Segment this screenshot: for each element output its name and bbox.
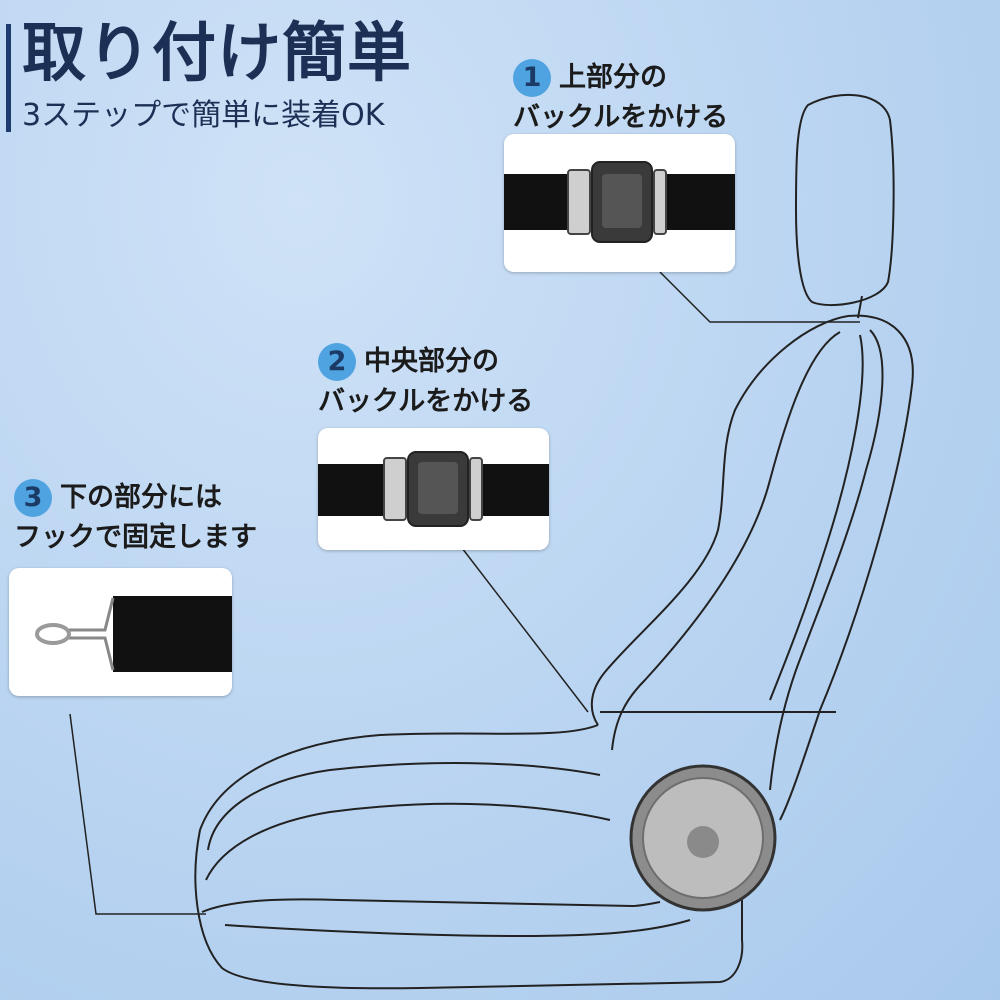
page-title: 取り付け簡単 — [22, 17, 412, 91]
step-1-number-badge: 1 — [513, 59, 551, 97]
step-1-line-2: バックルをかける — [513, 102, 729, 133]
step-3-number-badge: 3 — [14, 479, 52, 517]
step-3-line-1: 下の部分には — [60, 482, 222, 513]
step-1-line-1: 上部分の — [559, 62, 667, 93]
seat-headrest — [794, 93, 895, 306]
leader-line-step-3 — [69, 713, 206, 915]
seat-backrest — [779, 314, 914, 821]
leader-line-step-1 — [659, 271, 860, 323]
page-subtitle: 3ステップで簡単に装着OK — [22, 98, 385, 133]
step-2-number-badge: 2 — [318, 343, 356, 381]
step-3-hook-photo — [9, 568, 232, 696]
step-3-label: 3 下の部分には フックで固定します — [14, 478, 257, 558]
leader-line-step-2 — [461, 547, 589, 713]
step-3-line-2: フックで固定します — [14, 522, 257, 553]
seat-cushion — [194, 724, 744, 990]
step-1-buckle-photo — [504, 134, 735, 272]
step-2-line-1: 中央部分の — [364, 346, 499, 377]
step-1-label: 1 上部分の バックルをかける — [513, 58, 728, 138]
step-2-buckle-photo — [318, 428, 549, 550]
title-accent-bar — [6, 24, 11, 132]
step-2-label: 2 中央部分の バックルをかける — [318, 342, 533, 422]
step-2-line-2: バックルをかける — [318, 386, 534, 417]
